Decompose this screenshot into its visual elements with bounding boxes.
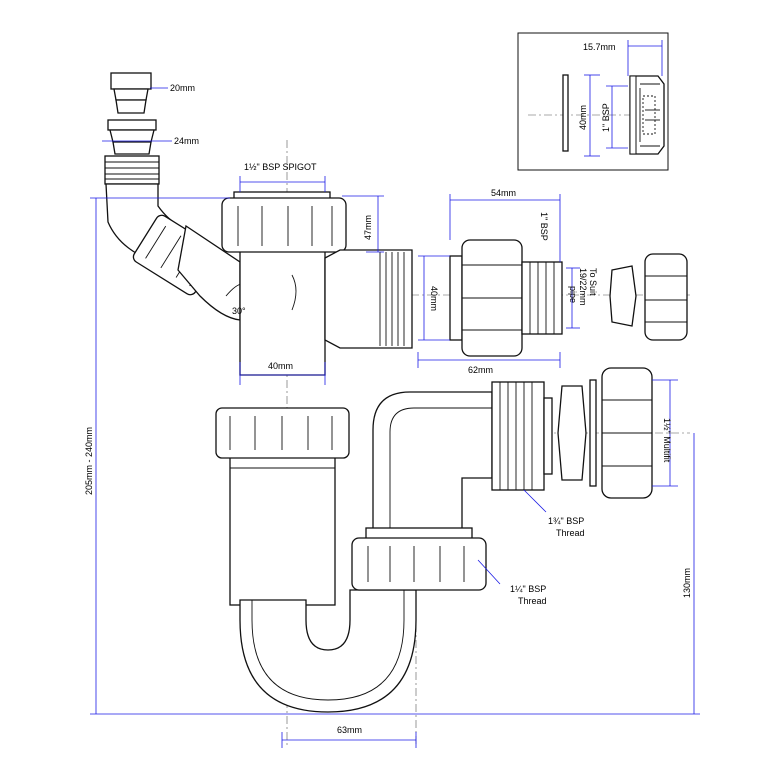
- label-1-3-4-thread: Thread: [556, 528, 585, 538]
- label-to-suit: To Suit: [588, 268, 598, 296]
- label-40mm-side: 40mm: [429, 286, 439, 311]
- dimension-labels: 20mm 24mm 1½" BSP SPIGOT 47mm 30° 40mm 5…: [84, 83, 692, 735]
- label-1-1-4-thread: Thread: [518, 596, 547, 606]
- label-pipe: pipe: [568, 286, 578, 303]
- label-20mm: 20mm: [170, 83, 195, 93]
- inset-dim-40: 40mm: [578, 105, 588, 130]
- label-1-1-4-bsp: 1¼" BSP: [510, 584, 546, 594]
- label-1-3-4-bsp: 1¾" BSP: [548, 516, 584, 526]
- label-19-22mm: 19/22mm: [578, 268, 588, 306]
- tee-body: [221, 176, 413, 385]
- label-62mm: 62mm: [468, 365, 493, 375]
- label-40mm-tee: 40mm: [268, 361, 293, 371]
- label-47mm: 47mm: [363, 215, 373, 240]
- label-24mm: 24mm: [174, 136, 199, 146]
- hose-spigot-inlet: [102, 72, 275, 321]
- label-spigot: 1½" BSP SPIGOT: [244, 162, 317, 172]
- inset-detail: 15.7mm 40mm 1" BSP: [517, 32, 669, 171]
- label-1bsp: 1" BSP: [539, 212, 549, 241]
- main-pipe: [215, 407, 417, 713]
- label-54mm: 54mm: [491, 188, 516, 198]
- outlet-bend: [351, 367, 678, 591]
- side-connector: [417, 194, 688, 368]
- label-130mm: 130mm: [682, 568, 692, 598]
- overall-dimensions: [90, 197, 700, 748]
- inset-dim-1bsp: 1" BSP: [601, 103, 611, 132]
- label-multifit: 1½" Multifit: [662, 418, 672, 463]
- label-63mm: 63mm: [337, 725, 362, 735]
- inset-dim-15-7: 15.7mm: [583, 42, 616, 52]
- label-30deg: 30°: [232, 306, 246, 316]
- label-height: 205mm - 240mm: [84, 427, 94, 495]
